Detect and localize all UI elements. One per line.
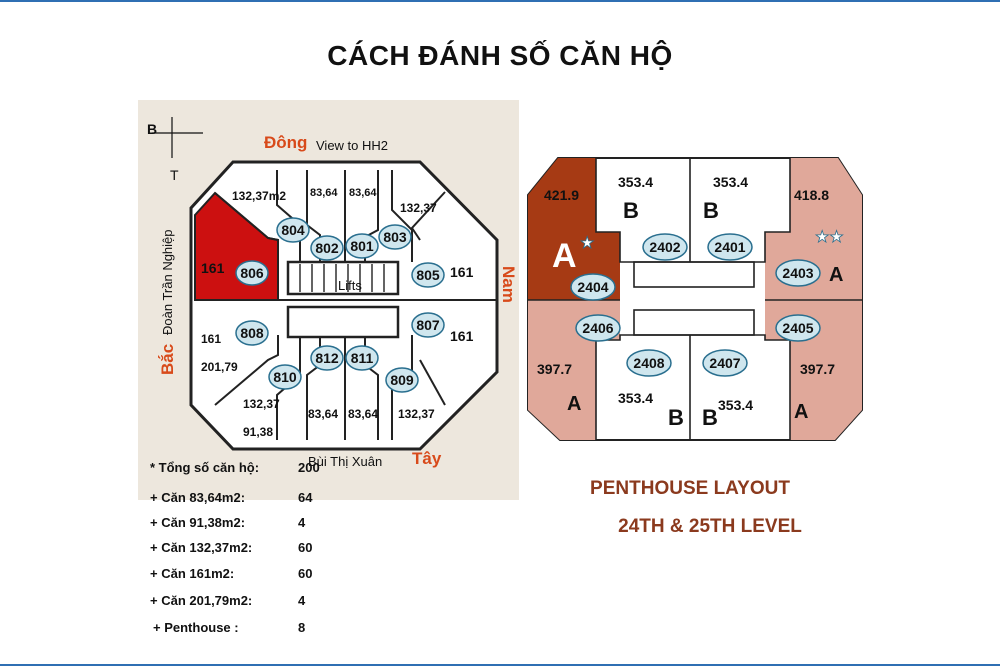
ph-type-top-left: A [552,237,577,275]
stat-label: + Căn 161m2: [150,566,234,581]
unit-803: 803 [383,229,407,245]
ph-type-top-right: A [829,264,843,286]
direction-west: Tây [412,449,442,468]
area-bottom-right: 132,37 [398,407,435,421]
unit-804: 804 [281,222,305,238]
ph-area-bottom-right: 397.7 [800,361,835,377]
area-left-lower-2: 201,79 [201,360,238,374]
ph-area-bottom-left: 397.7 [537,361,572,377]
ph-area-top-b-left: 353.4 [618,174,653,190]
area-bottom-mid-left: 83,64 [308,407,338,421]
ph-unit-2403: 2403 [782,265,813,281]
penthouse-caption-line-2: 24TH & 25TH LEVEL [560,516,860,538]
stat-label: + Căn 201,79m2: [150,593,252,608]
ph-unit-2408: 2408 [633,355,664,371]
area-left-red: 161 [201,260,225,276]
north-street-label: Đoàn Trần Nghiệp [160,229,175,335]
east-view-label: View to HH2 [316,138,388,153]
stat-label: + Penthouse : [153,620,239,635]
stat-value: 8 [298,620,305,635]
unit-811: 811 [351,350,374,366]
unit-807: 807 [416,317,440,333]
area-top-mid-left: 83,64 [310,187,338,199]
stat-value: 4 [298,515,305,530]
ph-unit-2404: 2404 [577,279,608,295]
penthouse-caption-line-1: PENTHOUSE LAYOUT [540,478,840,500]
ph-unit-2407: 2407 [709,355,740,371]
ph-type-bottom-left: A [567,393,581,415]
unit-802: 802 [315,240,339,256]
ph-area-top-b-right: 353.4 [713,174,748,190]
unit-809: 809 [390,372,414,388]
stat-label: + Căn 91,38m2: [150,515,245,530]
unit-808: 808 [240,325,264,341]
area-right-upper: 161 [450,264,474,280]
ph-unit-2402: 2402 [649,239,680,255]
direction-east: Đông [264,133,307,152]
area-bottom-mid-right: 83,64 [348,407,378,421]
ph-type-bottom-b-left: B [668,405,684,430]
direction-south: Nam [499,266,518,303]
area-top-mid-right: 83,64 [349,187,377,199]
ph-unit-2405: 2405 [782,320,813,336]
unit-810: 810 [273,369,297,385]
area-bottom-left-2: 91,38 [243,425,273,439]
stat-value: 60 [298,566,312,581]
ph-type-bottom-b-right: B [702,405,718,430]
stat-value: 60 [298,540,312,555]
stat-value: 200 [298,460,320,475]
ph-area-bottom-b-right: 353.4 [718,397,753,413]
stat-label: * Tổng số căn hộ: [150,460,259,475]
stat-value: 4 [298,593,305,608]
ph-area-top-right: 418.8 [794,187,829,203]
area-top-left: 132,37m2 [232,189,286,203]
compass-north: B [147,121,157,137]
unit-805: 805 [416,267,440,283]
area-top-right: 132,37 [400,201,437,215]
ph-type-top-b-right: B [703,198,719,223]
unit-812: 812 [315,350,339,366]
ph-area-bottom-b-left: 353.4 [618,390,653,406]
double-star-icon: ★★ [815,229,844,246]
single-star-icon: ★ [580,235,594,252]
area-right-lower: 161 [450,328,474,344]
ph-unit-2401: 2401 [714,239,745,255]
stat-value: 64 [298,490,312,505]
stat-label: + Căn 132,37m2: [150,540,252,555]
area-bottom-left-1: 132,37 [243,397,280,411]
unit-801: 801 [350,238,374,254]
compass-south: T [170,167,179,183]
area-left-lower-1: 161 [201,332,221,346]
direction-north: Bắc [158,344,177,375]
ph-area-top-left: 421.9 [544,187,579,203]
lifts-label: Lifts [338,278,362,293]
ph-type-bottom-right: A [794,401,808,423]
unit-806: 806 [240,265,264,281]
ph-type-top-b-left: B [623,198,639,223]
stat-label: + Căn 83,64m2: [150,490,245,505]
ph-unit-2406: 2406 [582,320,613,336]
